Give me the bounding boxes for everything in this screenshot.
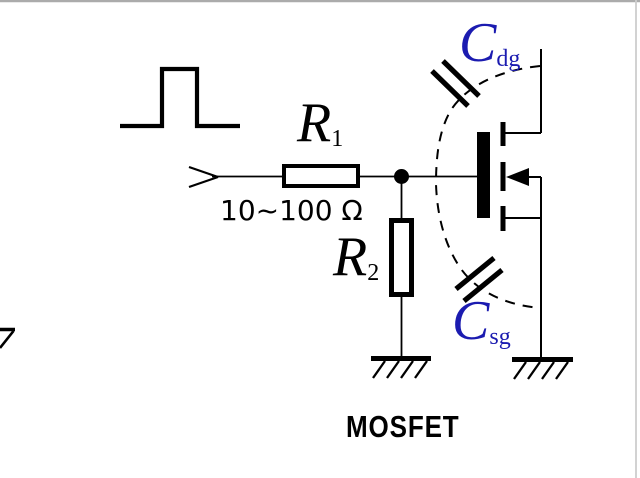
mosfet-channel-mid (500, 162, 506, 191)
cdg-label: Cdg (459, 15, 520, 71)
mosfet-caption: MOSFET (346, 409, 460, 444)
ground-symbol-r2 (371, 356, 431, 379)
r1-value-label: 10~100 Ω (220, 194, 363, 227)
csg-label-sub: sg (489, 324, 511, 350)
pulse-signal-icon (120, 66, 240, 129)
capacitor-cdg-icon (430, 59, 481, 108)
resistor-r1-body (282, 164, 360, 188)
ground-symbol-source (512, 357, 573, 380)
gate-wire (212, 175, 477, 221)
mosfet-gate-bar (477, 132, 490, 218)
csg-label: Csg (452, 293, 511, 349)
r2-label-sub: 2 (367, 260, 380, 286)
input-arrow-icon (188, 165, 219, 189)
junction-dot (394, 169, 409, 184)
r1-label: R1 (297, 95, 343, 151)
cdg-label-base: C (459, 12, 497, 74)
clipped-ground-fragment (0, 327, 15, 349)
r1-label-base: R (297, 92, 332, 154)
resistor-r2-body (389, 218, 414, 297)
parasitic-loop-dashed (434, 65, 541, 309)
r1-label-sub: 1 (331, 126, 344, 152)
body-arrow-icon (506, 168, 529, 186)
r2-label: R2 (333, 229, 379, 285)
r2-label-base: R (333, 226, 368, 288)
cdg-label-sub: dg (496, 46, 521, 72)
capacitor-csg-icon (454, 255, 504, 304)
csg-label-base: C (452, 290, 490, 352)
mosfet-symbol (477, 49, 542, 359)
